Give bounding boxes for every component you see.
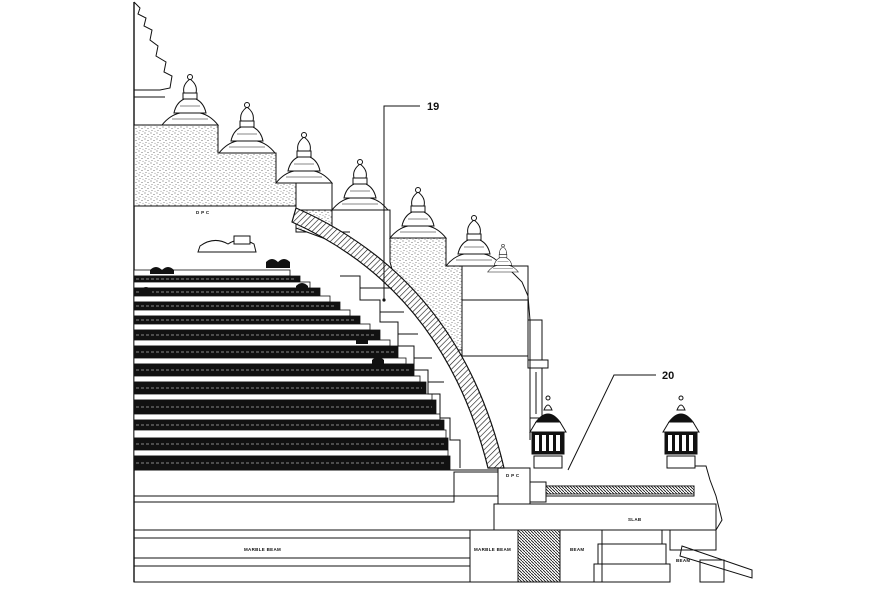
upper-infill-block	[133, 124, 297, 207]
finials-row	[160, 74, 519, 273]
chhatri-kiosk-icon	[662, 395, 700, 469]
pinnacle-finial-icon	[160, 74, 220, 126]
dome-crown-ornament	[140, 235, 384, 364]
pinnacle-finial-icon	[444, 215, 504, 267]
callout-19-dot	[382, 298, 386, 302]
beam-label-right: BEAM	[676, 558, 690, 563]
dome-course	[133, 295, 331, 303]
marble-beam-label-left: MARBLE BEAM	[244, 547, 281, 552]
dome-course	[133, 309, 351, 317]
pinnacle-finial-icon	[330, 159, 390, 211]
dome-course	[133, 339, 391, 347]
dome-course	[133, 413, 441, 421]
callout-19: 19	[427, 101, 439, 113]
dome-side-masonry	[340, 275, 461, 468]
dome-course	[133, 449, 449, 457]
pinnacle-finial-icon	[487, 243, 519, 273]
base-plinth	[133, 465, 753, 583]
chhatri-kiosk-icon	[529, 395, 567, 469]
dome-courses	[133, 269, 451, 471]
dome-course	[133, 357, 407, 365]
plinth-ornament-band	[545, 485, 695, 495]
dome-course	[133, 375, 421, 383]
dome-course	[133, 429, 447, 439]
pinnacle-finial-icon	[388, 187, 448, 239]
dome-course	[133, 323, 371, 331]
pinnacle-finial-icon	[274, 132, 334, 184]
top-crest	[133, 1, 173, 91]
dpc-label-lower: D P C	[506, 473, 520, 478]
callout-leaders	[383, 105, 656, 471]
dome-course	[133, 399, 437, 415]
callout-20: 20	[662, 370, 674, 382]
beam-label-mid: BEAM	[570, 547, 584, 552]
marble-beam-label-right: MARBLE BEAM	[474, 547, 511, 552]
slab-label: SLAB	[628, 517, 642, 522]
pinnacle-finial-icon	[217, 102, 277, 154]
dome-course	[133, 281, 311, 289]
dome-course	[133, 393, 433, 401]
dpc-label-upper: D P C	[196, 210, 210, 215]
